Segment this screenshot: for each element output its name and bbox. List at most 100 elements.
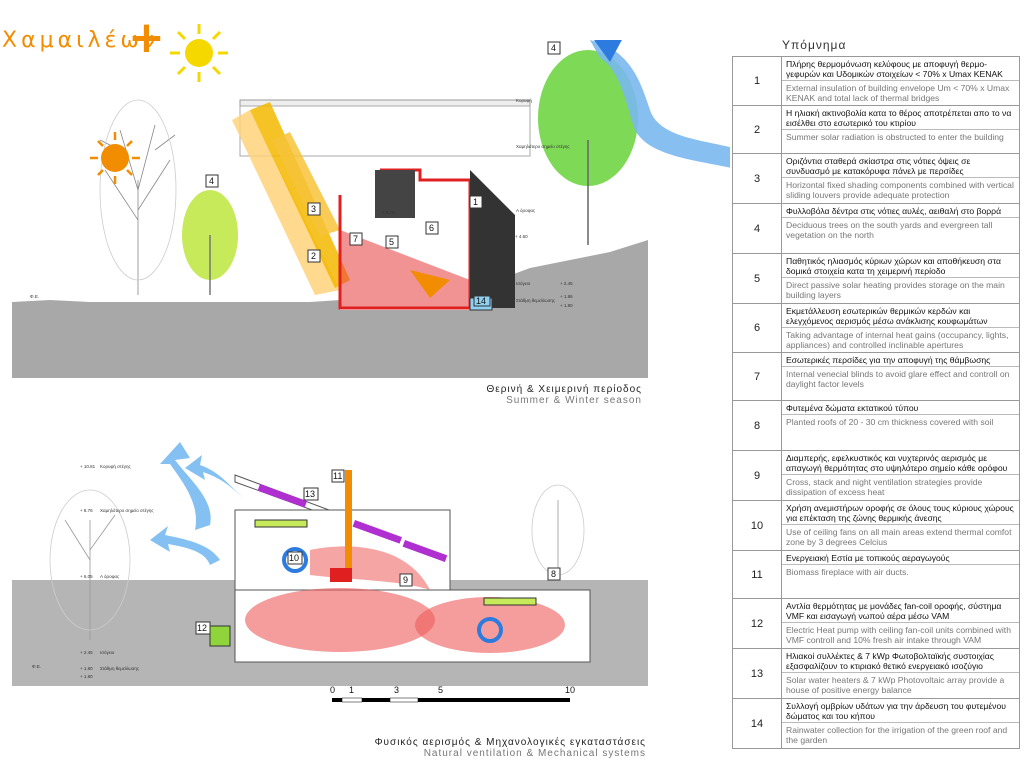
legend-text-gr: Οριζόντια σταθερά σκίαστρα στις νότιες ό… [782, 154, 1019, 178]
legend-text: Συλλογή ομβρίων υδάτων για την άρδευση τ… [781, 698, 1020, 749]
label-fe: Φ.Ε. [30, 294, 39, 299]
legend-text-gr: Ηλιακοί συλλέκτες & 7 kWp Φωτοβολταϊκής … [782, 649, 1019, 673]
b-label-roof: Κορυφή στέγης [100, 463, 131, 469]
legend-text: Εσωτερικές περσίδες για την αποφυγή της … [781, 352, 1020, 401]
tag-8: 8 [551, 569, 556, 579]
legend-text-gr: Φυτεμένα δώματα εκτατικού τύπου [782, 401, 1019, 415]
b-level-180b: + 1.80 [80, 674, 93, 679]
b-level-876: + 8.76 [80, 508, 93, 513]
legend-text-gr: Αντλία θερμότητας με μονάδες fan-coil ορ… [782, 599, 1019, 623]
app-title: Χαμαιλέων [2, 28, 160, 53]
legend-text-gr: Συλλογή ομβρίων υδάτων για την άρδευση τ… [782, 699, 1019, 723]
tag-11: 11 [333, 471, 342, 481]
b-level-180: + 1.80 [80, 666, 93, 671]
legend-text-en: Internal venecial blinds to avoid glare … [786, 369, 1010, 389]
level-876: + 8.76 [382, 210, 395, 215]
top-caption-gr: Θερινή & Χειμερινή περίοδος [486, 384, 642, 395]
tag-9: 9 [403, 575, 408, 585]
legend-text-en: Biomass fireplace with air ducts. [786, 567, 909, 577]
b-label-ceiling: Χαμηλότερο σημείο στέγης [100, 507, 154, 513]
legend-num: 12 [732, 598, 782, 649]
legend-text-en: Taking advantage of internal heat gains … [786, 330, 1009, 350]
tag-12: 12 [197, 623, 207, 633]
legend-text: Φυλλοβόλα δέντρα στις νότιες αυλές, αειθ… [781, 203, 1020, 254]
tag-14: 14 [476, 296, 486, 306]
legend-text-gr: Διαμπερής, εφελκυστικός και νυχτερινός α… [782, 451, 1019, 475]
legend-num: 6 [732, 303, 782, 353]
tag-2: 2 [311, 251, 316, 261]
tag-3: 3 [311, 204, 316, 214]
sun-summer-icon [90, 132, 140, 184]
b-label-fe: Φ.Ε. [32, 664, 41, 669]
tag-10: 10 [289, 553, 299, 563]
legend-text: Παθητικός ηλιασμός κύριων χώρων και αποθ… [781, 253, 1020, 304]
sun-icon [170, 24, 228, 82]
legend-text-gr: Ενεργειακή Εστία με τοπικούς αεραγωγούς [782, 551, 1019, 565]
bottom-section-diagram: 8 9 10 11 12 13 Κορυφή στέγης Χαμηλότερο… [12, 442, 650, 703]
legend-text-gr: Παθητικός ηλιασμός κύριων χώρων και αποθ… [782, 254, 1019, 278]
legend-text-en: Solar water heaters & 7 kWp Photovoltaic… [786, 675, 1005, 695]
b-level-1081: + 10.81 [80, 464, 96, 469]
level-245: + 2.45 [560, 281, 573, 286]
b-level-605: + 6.05 [80, 574, 93, 579]
label-foundation: Στάθμη θεμελίωσης [516, 297, 556, 303]
scale-10: 10 [565, 685, 575, 695]
legend-text-en: Planted roofs of 20 - 30 cm thickness co… [786, 417, 994, 427]
level-180: + 1.80 [560, 303, 573, 308]
legend-text: Η ηλιακή ακτινοβολία κατα το θέρος αποτρ… [781, 105, 1020, 154]
legend-num: 13 [732, 648, 782, 699]
legend-text-gr: Η ηλιακή ακτινοβολία κατα το θέρος αποτρ… [782, 106, 1019, 130]
top-caption: Θερινή & Χειμερινή περίοδος Summer & Win… [486, 384, 642, 406]
b-label-floor: Α όροφος [100, 573, 120, 579]
tag-4: 4 [209, 176, 214, 186]
legend-text-en: Cross, stack and night ventilation strat… [786, 477, 983, 497]
legend-num: 4 [732, 203, 782, 254]
legend-text-en: Summer solar radiation is obstructed to … [786, 132, 1004, 142]
tree-bottom-left [49, 489, 131, 640]
legend-num: 9 [732, 450, 782, 501]
legend-num: 1 [732, 56, 782, 106]
tree-bottom-right [531, 484, 585, 576]
bottom-caption-gr: Φυσικός αερισμός & Μηχανολογικές εγκατασ… [374, 737, 646, 748]
diagram-tags: 4 4 1 2 3 5 6 7 14 [205, 41, 561, 307]
top-caption-en: Summer & Winter season [506, 395, 642, 406]
scale-3: 3 [394, 685, 399, 695]
legend-num: 11 [732, 550, 782, 599]
legend-text-en: Deciduous trees on the south yards and e… [786, 220, 993, 240]
b-label-foundation: Στάθμη θεμελίωσης [100, 665, 140, 671]
legend-num: 3 [732, 153, 782, 204]
scale-0: 0 [330, 685, 335, 695]
scale-bar: 0 1 3 5 10 [330, 685, 575, 703]
legend-num: 10 [732, 500, 782, 551]
scale-1: 1 [349, 685, 354, 695]
tag-13: 13 [305, 489, 315, 499]
legend-text: Ηλιακοί συλλέκτες & 7 kWp Φωτοβολταϊκής … [781, 648, 1020, 699]
b-label-ground: Ισόγειο [100, 649, 115, 655]
bottom-caption-en: Natural ventilation & Mechanical systems [423, 748, 646, 759]
legend-text-gr: Εκμετάλλευση εσωτερικών θερμικών κερδών … [782, 304, 1019, 328]
legend-text-gr: Χρήση ανεμιστήρων οροφής σε όλους τους κ… [782, 501, 1019, 525]
legend-text-gr: Φυλλοβόλα δέντρα στις νότιες αυλές, αειθ… [782, 204, 1019, 218]
legend-text: Χρήση ανεμιστήρων οροφής σε όλους τους κ… [781, 500, 1020, 551]
legend-text-en: Direct passive solar heating provides st… [786, 280, 1005, 300]
tag-1: 1 [473, 197, 478, 207]
legend-text: Διαμπερής, εφελκυστικός και νυχτερινός α… [781, 450, 1020, 501]
legend-text-gr: Εσωτερικές περσίδες για την αποφυγή της … [782, 353, 1019, 367]
legend-title: Υπόμνημα [782, 38, 847, 52]
legend-text-en: Electric Heat pump with ceiling fan-coil… [786, 625, 1011, 645]
legend-text-en: Horizontal fixed shading components comb… [786, 180, 1014, 200]
tag-6: 6 [429, 223, 434, 233]
label-ceiling: Χαμηλότερο σημείο στέγης [516, 143, 570, 149]
